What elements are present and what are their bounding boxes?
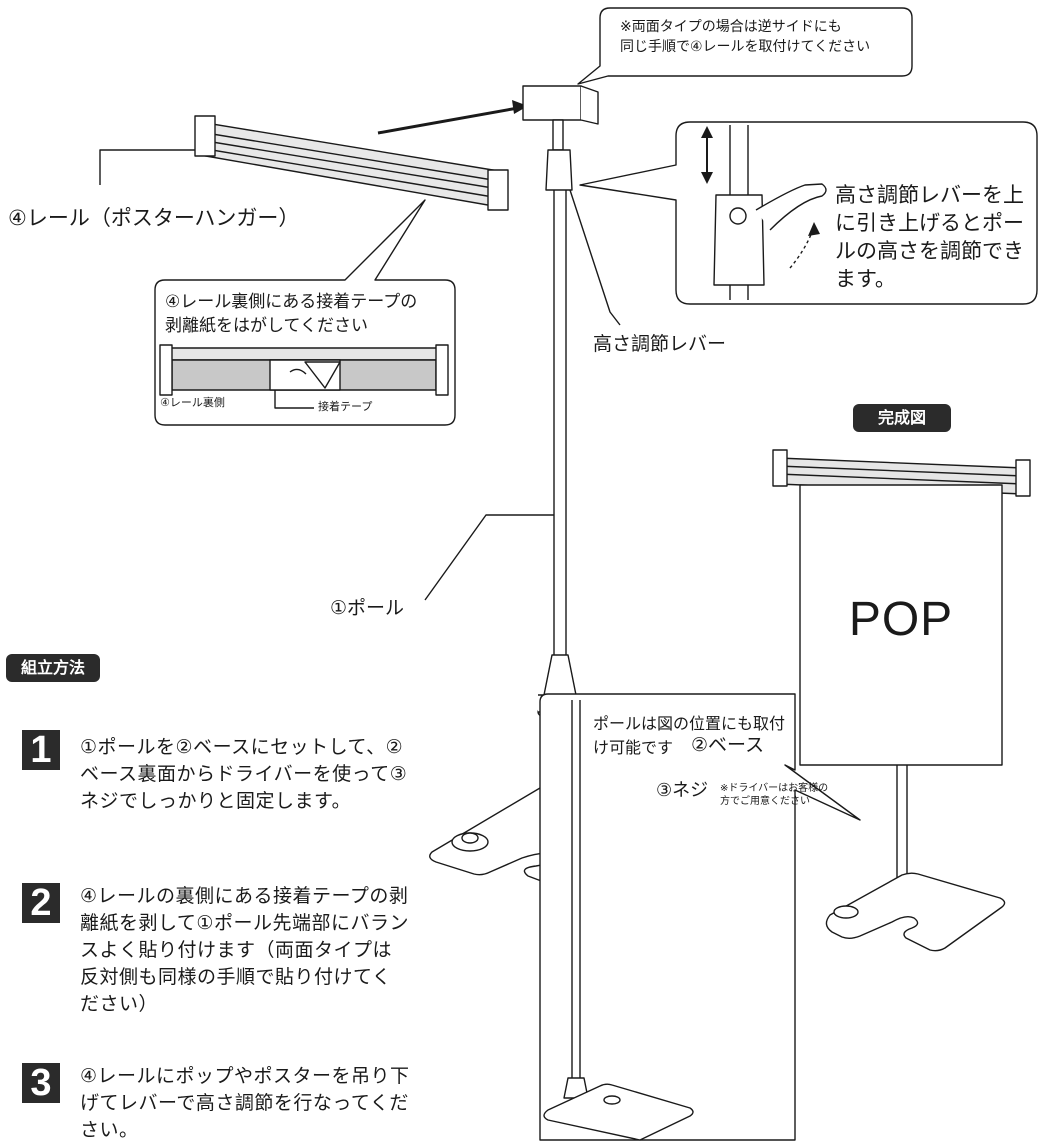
screw-note-line2: 方でご用意ください xyxy=(720,796,810,807)
rail-label-leader xyxy=(99,149,195,185)
pole xyxy=(537,190,583,721)
tape-callout-title: ④レール裏側にある接着テープの 剥離紙をはがしてください xyxy=(165,290,417,338)
screw-note: ※ドライバーはお客様の 方でご用意ください xyxy=(720,782,828,808)
pole-label: ①ポール xyxy=(330,597,405,619)
pop-poster xyxy=(799,484,1003,766)
tape-label: 接着テープ xyxy=(318,400,373,413)
step-3-number: 3 xyxy=(22,1063,60,1103)
rail-back-label: ④レール裏側 xyxy=(160,396,225,409)
tape-label-leader xyxy=(274,390,314,409)
attach-arrow xyxy=(377,106,519,135)
step-1-number: 1 xyxy=(22,730,60,770)
step-3-text: ④レールにポップやポスターを吊り下げてレバーで高さ調節を行なってください。 xyxy=(80,1065,410,1141)
option-note: ポールは図の位置にも取付け可能です xyxy=(593,714,786,757)
top-note: ※両面タイプの場合は逆サイドにも 同じ手順で④レールを取付けてください xyxy=(620,17,870,57)
lever-zoom-illustration xyxy=(713,125,827,300)
step-2-text: ④レールの裏側にある接着テープの剥離紙を剥して①ポール先端部にバランスよく貼り付… xyxy=(80,885,409,1015)
pole-clamp xyxy=(522,85,599,191)
rail-label: ④レール（ポスターハンガー） xyxy=(8,206,300,230)
option-note-box xyxy=(539,693,861,1141)
pop-poster-text: POP xyxy=(848,593,954,646)
base-label: ②ベース xyxy=(691,734,765,756)
tape-callout-line2: 剥離紙をはがしてください xyxy=(165,316,368,336)
rail-illustration xyxy=(194,115,509,211)
height-double-arrow xyxy=(701,126,713,184)
top-note-line1: ※両面タイプの場合は逆サイドにも xyxy=(620,19,842,35)
lever-label-leader xyxy=(569,189,621,326)
pole-label-leader xyxy=(424,514,554,601)
rail-back-illustration xyxy=(159,344,449,396)
step-1-text: ①ポールを②ベースにセットして、②ベース裏面からドライバーを使って③ネジでしっか… xyxy=(80,736,408,812)
lever-description: 高さ調節レバーを上に引き上げるとポールの高さを調節できます。 xyxy=(835,183,1024,291)
assembly-method-badge: 組立方法 xyxy=(6,654,100,682)
option-illustration xyxy=(543,700,694,1141)
step-2-number: 2 xyxy=(22,883,60,923)
lever-callout-box xyxy=(579,121,1038,305)
screw-note-line1: ※ドライバーはお客様の xyxy=(720,783,829,794)
screw-label: ③ネジ xyxy=(656,780,709,801)
complete-view-badge: 完成図 xyxy=(853,404,951,432)
lever-label: 高さ調節レバー xyxy=(593,333,727,355)
top-note-bubble xyxy=(577,7,913,85)
top-note-line2: 同じ手順で④レールを取付けてください xyxy=(620,39,871,55)
tape-callout-line1: ④レール裏側にある接着テープの xyxy=(165,292,418,312)
complete-base xyxy=(825,872,1006,952)
